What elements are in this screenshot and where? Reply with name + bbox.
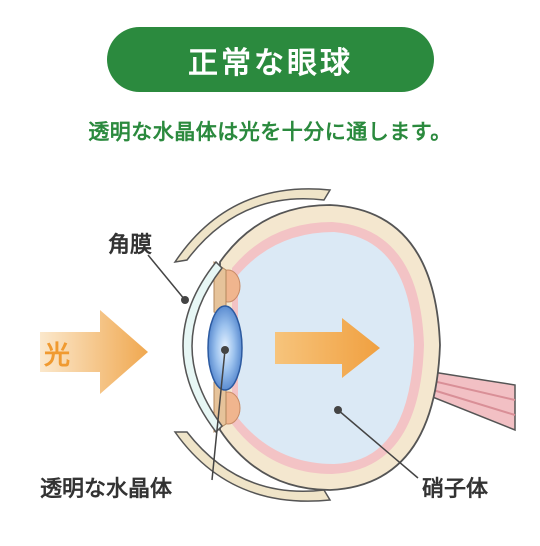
lens-pointer-dot xyxy=(221,346,229,354)
page-title: 正常な眼球 xyxy=(188,45,353,81)
upper-eyelid xyxy=(173,188,332,264)
cornea-label: 角膜 xyxy=(108,232,152,258)
title-banner: 正常な眼球 xyxy=(107,27,434,92)
cornea-pointer-dot xyxy=(181,296,189,304)
incoming-light-arrow xyxy=(40,310,148,394)
vitreous-label: 硝子体 xyxy=(422,476,489,502)
cornea xyxy=(182,260,223,434)
vitreous-pointer-dot xyxy=(334,406,342,414)
internal-light-arrow xyxy=(275,318,380,378)
lens-label: 透明な水晶体 xyxy=(40,477,173,502)
lower-eyelid xyxy=(173,431,332,502)
subtitle: 透明な水晶体は光を十分に通します。 xyxy=(88,120,452,144)
light-label: 光 xyxy=(43,341,70,371)
